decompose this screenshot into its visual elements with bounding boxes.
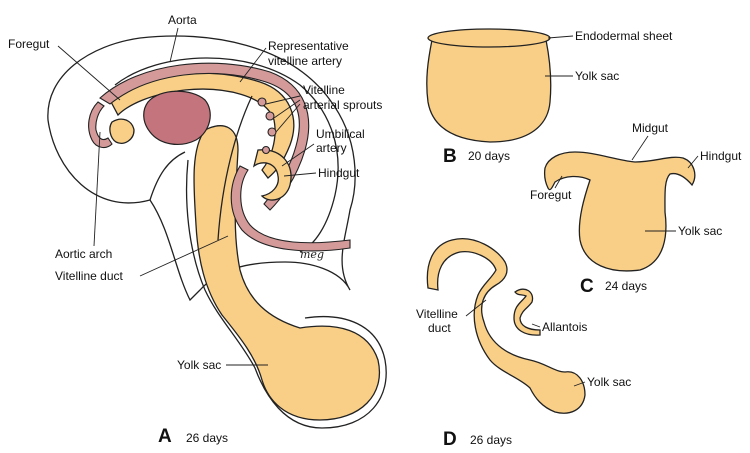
representative-vitelline-artery: [217, 95, 253, 241]
allantois-d: [513, 288, 541, 336]
label-representative-1: Representative: [268, 39, 349, 53]
yolk-sac-b: [426, 39, 552, 143]
label-yolk-sac-d: Yolk sac: [587, 375, 631, 389]
label-endodermal-sheet: Endodermal sheet: [575, 29, 673, 43]
panel-c-age: 24 days: [605, 279, 647, 293]
yolk-sac-c: [543, 151, 696, 272]
label-foregut-a: Foregut: [8, 37, 50, 51]
panel-a-age: 26 days: [186, 431, 228, 445]
label-hindgut-a: Hindgut: [318, 166, 360, 180]
label-sprouts-1: Vitelline: [303, 83, 345, 97]
panel-d: Vitelline duct Allantois Yolk sac D 26 d…: [416, 238, 631, 450]
panel-a: Aorta Foregut Representative vitelline a…: [8, 13, 387, 447]
body-wall-line: [149, 151, 186, 201]
label-sprouts-2: arterial sprouts: [303, 98, 382, 112]
panel-c: Midgut Hindgut Foregut Yolk sac C 24 day…: [530, 121, 742, 297]
aortic-arches: [88, 101, 113, 149]
pharyngeal-pouch: [109, 118, 135, 144]
label-foregut-c: Foregut: [530, 188, 572, 202]
vitelline-sprouts: [257, 97, 277, 155]
label-allantois: Allantois: [542, 320, 587, 334]
panel-b-age: 20 days: [468, 149, 510, 163]
panel-a-letter: A: [158, 426, 172, 447]
panel-b: Endodermal sheet Yolk sac B 20 days: [426, 28, 673, 167]
panel-b-letter: B: [443, 146, 457, 167]
label-aorta: Aorta: [168, 13, 197, 27]
label-midgut-c: Midgut: [632, 121, 669, 135]
hindgut-a: [252, 149, 292, 201]
panel-d-age: 26 days: [470, 433, 512, 447]
label-umbilical-1: Umbilical: [316, 127, 365, 141]
endodermal-sheet-rim: [427, 28, 551, 48]
label-umbilical-2: artery: [316, 141, 347, 155]
label-aortic-arch: Aortic arch: [55, 247, 112, 261]
label-yolk-sac-b: Yolk sac: [575, 69, 619, 83]
label-vitelline-2: duct: [428, 321, 451, 335]
panel-c-letter: C: [580, 276, 594, 297]
label-yolk-sac-a: Yolk sac: [177, 358, 221, 372]
heart: [143, 90, 211, 146]
label-representative-2: vitelline artery: [268, 54, 342, 68]
label-hindgut-c: Hindgut: [700, 149, 742, 163]
amnion-line: [114, 57, 339, 253]
label-yolk-sac-c: Yolk sac: [678, 224, 722, 238]
panel-d-letter: D: [443, 429, 457, 450]
artist-signature: meg: [300, 248, 324, 261]
yolk-sac-membrane: [185, 159, 387, 429]
gut-tube-d: [426, 238, 586, 414]
yolk-sac-a: [193, 125, 381, 421]
umbilical-artery: [230, 165, 351, 252]
label-vitelline-1: Vitelline: [416, 307, 458, 321]
label-vitelline-duct-a: Vitelline duct: [55, 269, 123, 283]
